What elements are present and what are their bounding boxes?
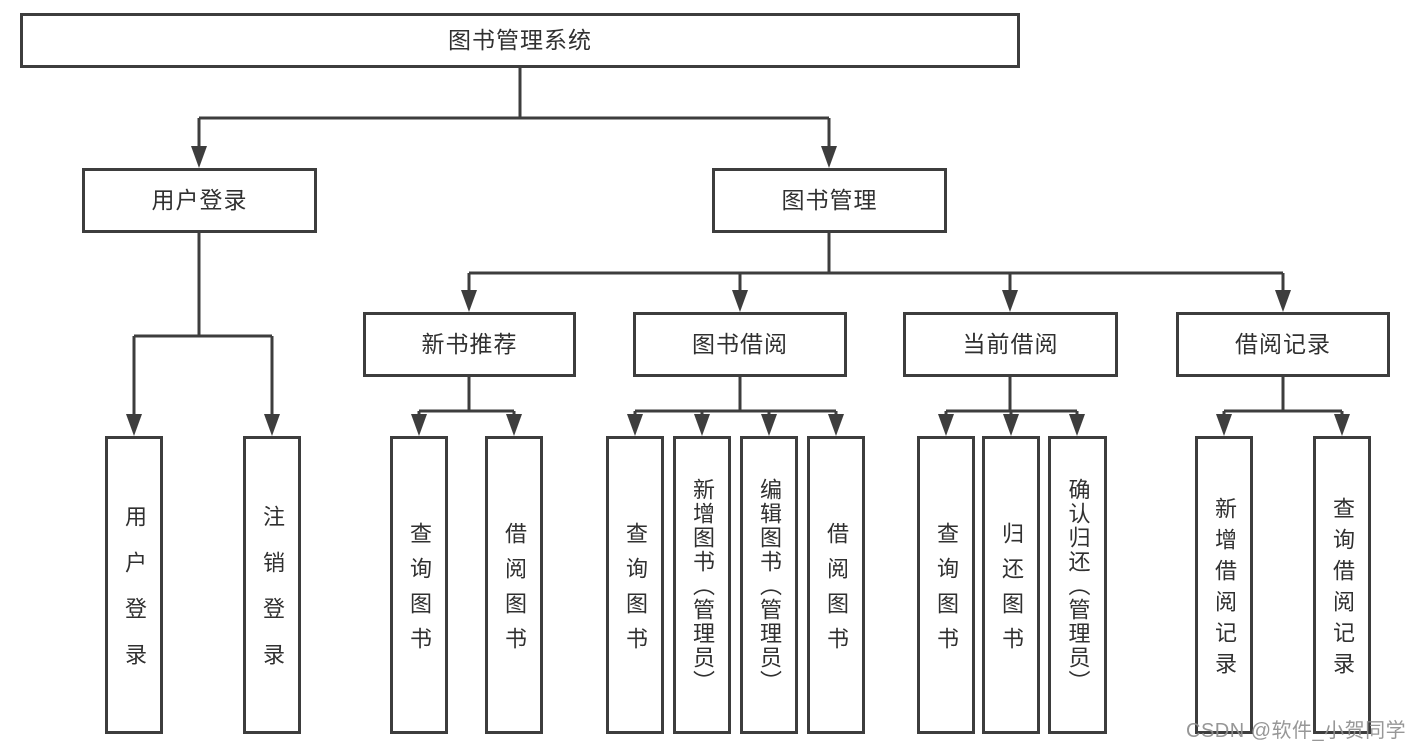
arrow-down-icon [1069,414,1085,436]
node-library-management-system: 图书管理系统 [20,13,1020,68]
node-query-books-leaf: 查询图书 [606,436,664,734]
connector-newbook-branch [417,377,516,418]
node-query-books-leaf: 查询图书 [390,436,448,734]
node-label: 新书推荐 [421,331,518,357]
arrow-down-icon [761,414,777,436]
connector-current-branch [944,377,1079,418]
node-add-borrow-record-leaf: 新增借阅记录 [1195,436,1253,734]
arrow-down-icon [821,146,837,168]
connector-root-branch [197,68,831,148]
arrow-down-icon [264,414,280,436]
arrow-down-icon [694,414,710,436]
arrowheads [126,146,1350,436]
connector-bookmgmt-branch [467,233,1285,292]
node-label: 图书管理系统 [448,27,592,53]
node-label: 查询图书 [407,521,432,662]
node-label: 借阅图书 [824,521,849,662]
connector-borrow-branch [633,377,838,418]
node-label: 注销登录 [260,505,285,689]
node-label: 确认归还（管理员） [1065,478,1091,694]
node-label: 查询图书 [934,521,959,662]
arrow-down-icon [461,290,477,312]
node-label: 查询借阅记录 [1330,496,1355,683]
arrow-down-icon [732,290,748,312]
node-user-login: 用户登录 [82,168,317,233]
arrow-down-icon [1334,414,1350,436]
node-label: 编辑图书（管理员） [757,478,782,694]
node-label: 用户登录 [122,505,147,689]
csdn-watermark: CSDN @软件_小贺同学 [1186,720,1405,742]
connector-records-branch [1222,377,1344,418]
connector-userlogin-branch [132,233,274,416]
node-book-management: 图书管理 [712,168,947,233]
arrow-down-icon [1003,414,1019,436]
arrow-down-icon [191,146,207,168]
arrow-down-icon [938,414,954,436]
arrow-down-icon [126,414,142,436]
arrow-down-icon [627,414,643,436]
node-confirm-return-admin-leaf: 确认归还（管理员） [1048,436,1107,734]
node-label: 新增借阅记录 [1212,496,1237,683]
node-label: 用户登录 [151,187,248,213]
node-label: 查询图书 [623,521,648,662]
arrow-down-icon [1216,414,1232,436]
arrow-down-icon [1002,290,1018,312]
node-add-books-admin-leaf: 新增图书（管理员） [673,436,731,734]
node-borrow-books-leaf: 借阅图书 [485,436,543,734]
node-label: 归还图书 [999,521,1024,662]
arrow-down-icon [506,414,522,436]
arrow-down-icon [828,414,844,436]
node-book-borrowing: 图书借阅 [633,312,847,377]
node-new-book-recommendation: 新书推荐 [363,312,576,377]
node-edit-books-admin-leaf: 编辑图书（管理员） [740,436,798,734]
node-current-borrowing: 当前借阅 [903,312,1118,377]
node-label: 借阅记录 [1235,331,1331,357]
arrow-down-icon [1275,290,1291,312]
node-borrow-books-leaf: 借阅图书 [807,436,865,734]
node-borrowing-records: 借阅记录 [1176,312,1390,377]
node-query-books-leaf: 查询图书 [917,436,975,734]
node-return-books-leaf: 归还图书 [982,436,1040,734]
node-label: 借阅图书 [502,521,527,662]
arrow-down-icon [411,414,427,436]
node-label: 图书借阅 [692,331,788,357]
node-user-login-leaf: 用户登录 [105,436,163,734]
node-logout-leaf: 注销登录 [243,436,301,734]
node-label: 新增图书（管理员） [690,478,715,694]
node-label: 图书管理 [781,187,878,213]
node-query-borrow-record-leaf: 查询借阅记录 [1313,436,1371,734]
node-label: 当前借阅 [962,331,1059,357]
